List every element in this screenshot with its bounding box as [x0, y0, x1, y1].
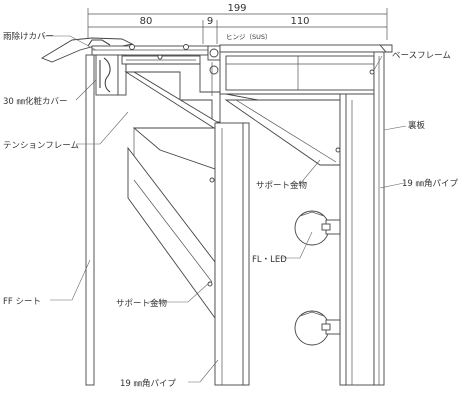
pipe-left-label: 19 ㎜角パイプ [120, 378, 177, 389]
decor-cover-label: 30 ㎜化粧カバー [3, 96, 68, 107]
dimension-middle: 9 [207, 16, 213, 27]
left-support-bracket [124, 63, 250, 386]
rain-cover-label: 雨除けカバー [3, 31, 54, 42]
hinge-label: ヒンジ（SUS） [226, 33, 272, 41]
back-board-label: 裏板 [408, 120, 426, 131]
right-base-frame [209, 51, 383, 96]
left-column [85, 44, 201, 386]
leader-lines [42, 35, 407, 383]
dimension-overall: 199 [227, 3, 246, 14]
tension-frame-label: テンションフレーム [3, 141, 79, 151]
support-left-label: サポート金物 [116, 298, 168, 309]
base-frame-label: ベースフレーム [392, 51, 451, 61]
fl-led-lamps [294, 210, 341, 346]
rain-cover-shape [40, 37, 134, 63]
dimension-left: 80 [140, 16, 153, 27]
support-right-label: サポート金物 [256, 180, 308, 191]
pipe-right-label: 19 ㎜角パイプ [402, 178, 459, 189]
fl-led-label: FL・LED [252, 255, 287, 265]
dimension-lines [87, 8, 388, 44]
ff-sheet-label: FF シート [3, 297, 41, 307]
right-support-bracket [224, 51, 385, 386]
dimension-right: 110 [290, 16, 309, 27]
